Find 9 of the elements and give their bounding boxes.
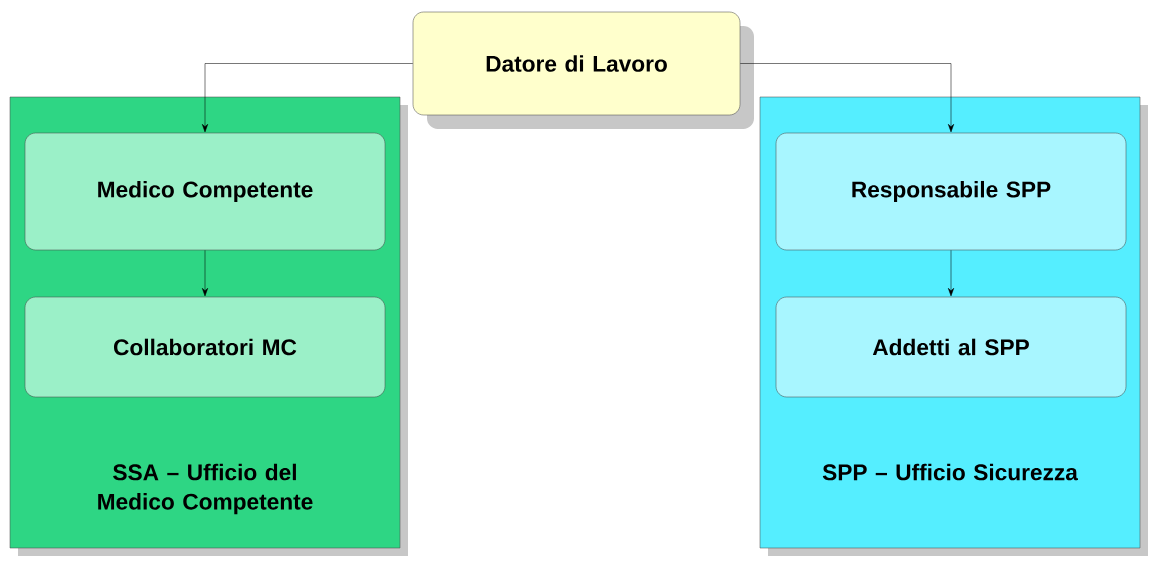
arrow — [202, 250, 208, 297]
role-box: Medico Competente — [24, 132, 386, 251]
arrow — [740, 63, 954, 133]
role-box: Collaboratori MC — [24, 296, 386, 398]
role-box: Addetti al SPP — [775, 296, 1127, 398]
role-box: Responsabile SPP — [775, 132, 1127, 251]
arrow — [202, 63, 413, 133]
title-box: Datore di Lavoro — [412, 11, 754, 129]
arrow — [948, 250, 954, 297]
